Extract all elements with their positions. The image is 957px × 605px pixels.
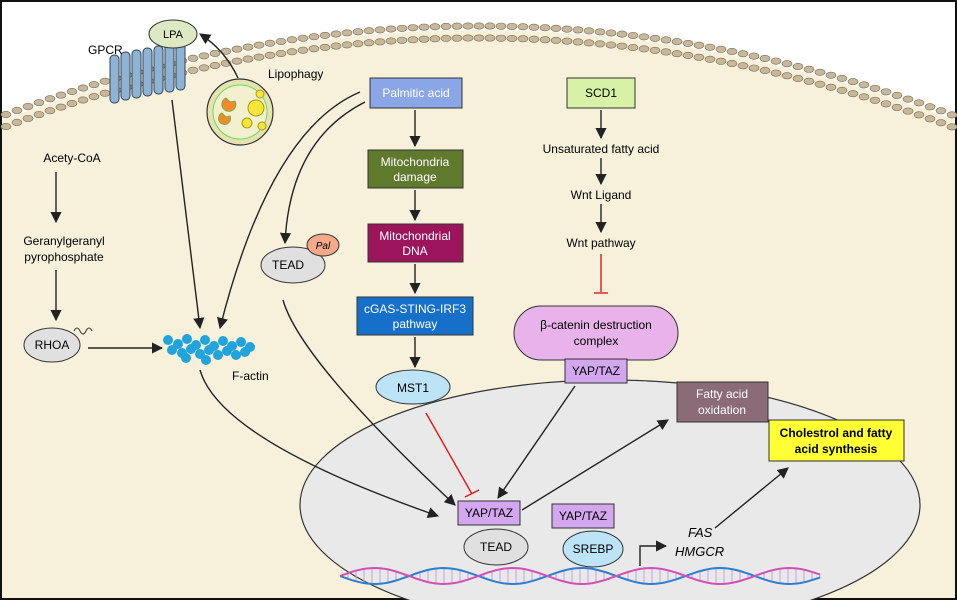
dna-helix: [339, 566, 821, 586]
inhibit-mst1-yaptaz-bar: [464, 489, 480, 498]
rhoa-label: RHOA: [35, 338, 70, 352]
palmitic-acid-box: [369, 77, 463, 109]
bcatenin-line1: β-catenin destruction: [540, 318, 652, 332]
arrow-yaptaz-fao: [521, 419, 669, 511]
unsaturated-fatty-acid-label: Unsaturated fatty acid: [543, 142, 660, 156]
rhoa-node: [23, 327, 81, 363]
palmitic-acid-label: Palmitic acid: [382, 86, 449, 100]
mst1-label: MST1: [397, 381, 429, 395]
pal-node: [306, 233, 340, 257]
wnt-ligand-label: Wnt Ligand: [571, 188, 632, 202]
fatty-acid-oxidation-box: [676, 381, 769, 423]
lpa-node: [148, 19, 198, 49]
gpcr-receptor-icon: [109, 41, 186, 104]
pal-label: Pal: [316, 241, 331, 252]
yaptaz-nuc2-label: YAP/TAZ: [559, 509, 607, 523]
srebp-node: [562, 530, 624, 568]
lipid-tail-icon: [73, 327, 93, 335]
acetyl-coa-label: Acety-CoA: [43, 151, 100, 165]
lipophagy-label: Lipophagy: [268, 67, 323, 81]
arrow-tead-yaptaz: [282, 299, 456, 506]
cgas-sting-box: [356, 296, 474, 336]
cgas-line2: pathway: [393, 317, 438, 331]
yaptaz-cytoplasm-box: [564, 358, 628, 384]
arrow-yaptaz-cyto-nucleus: [497, 385, 576, 499]
yaptaz-nuc1-label: YAP/TAZ: [465, 506, 513, 520]
tead-nucleus-node: [463, 528, 529, 566]
mito-damage-line1: Mitochondria: [381, 155, 450, 169]
wnt-pathway-label: Wnt pathway: [566, 236, 635, 250]
lpa-label: LPA: [163, 29, 184, 41]
hmgcr-label: HMGCR: [675, 544, 724, 559]
arrow-palmitic-tead: [279, 101, 366, 245]
tead-top-label: TEAD: [272, 258, 304, 272]
srebp-label: SREBP: [573, 542, 614, 556]
arrow-gpcr-factin: [171, 99, 205, 330]
arrow-palmitic-factin: [217, 91, 361, 330]
f-actin-filament-icon: [163, 334, 255, 365]
tead-cytoplasm-node: [260, 246, 326, 284]
cholesterol-synthesis-box: [768, 419, 905, 462]
cgas-line1: cGAS-STING-IRF3: [364, 302, 466, 316]
fas-label: FAS: [688, 525, 713, 540]
ggpp-line2: pyrophosphate: [24, 250, 104, 264]
ggpp-line1: Geranylgeranyl: [23, 234, 104, 248]
mito-damage-line2: damage: [393, 170, 437, 184]
yaptaz-nucleus-box-1: [457, 500, 521, 526]
beta-catenin-complex: [513, 305, 679, 361]
mst1-node: [375, 369, 451, 405]
transcription-start-arrow: [639, 540, 668, 566]
fao-line1: Fatty acid: [696, 387, 748, 401]
gpcr-label: GPCR: [88, 43, 123, 57]
yaptaz-cyto-label: YAP/TAZ: [572, 364, 620, 378]
bcatenin-line2: complex: [574, 334, 619, 348]
mitochondria-damage-box: [367, 149, 464, 189]
inhibition-lines: [425, 254, 608, 498]
scd1-box: [566, 77, 636, 109]
f-actin-label: F-actin: [232, 369, 269, 383]
mito-dna-line2: DNA: [402, 244, 427, 258]
pathway-arrows: [50, 33, 789, 529]
cell-membrane: [0, 22, 957, 131]
chol-line2: acid synthesis: [795, 442, 878, 456]
tead-nuc-label: TEAD: [480, 540, 512, 554]
mito-dna-line1: Mitochondrial: [379, 229, 450, 243]
arrow-factin-yaptaz: [199, 369, 440, 518]
scd1-label: SCD1: [585, 86, 617, 100]
chol-line1: Cholestrol and fatty: [780, 426, 893, 440]
fao-line2: oxidation: [698, 403, 746, 417]
inhibit-mst1-yaptaz: [425, 412, 473, 495]
mitochondrial-dna-box: [367, 223, 464, 263]
arrow-fas-cholesterol: [714, 467, 789, 529]
yaptaz-nucleus-box-2: [551, 503, 615, 529]
lipophagy-vesicle-icon: [206, 78, 274, 146]
arrow-lipophagy-lpa: [199, 33, 239, 79]
